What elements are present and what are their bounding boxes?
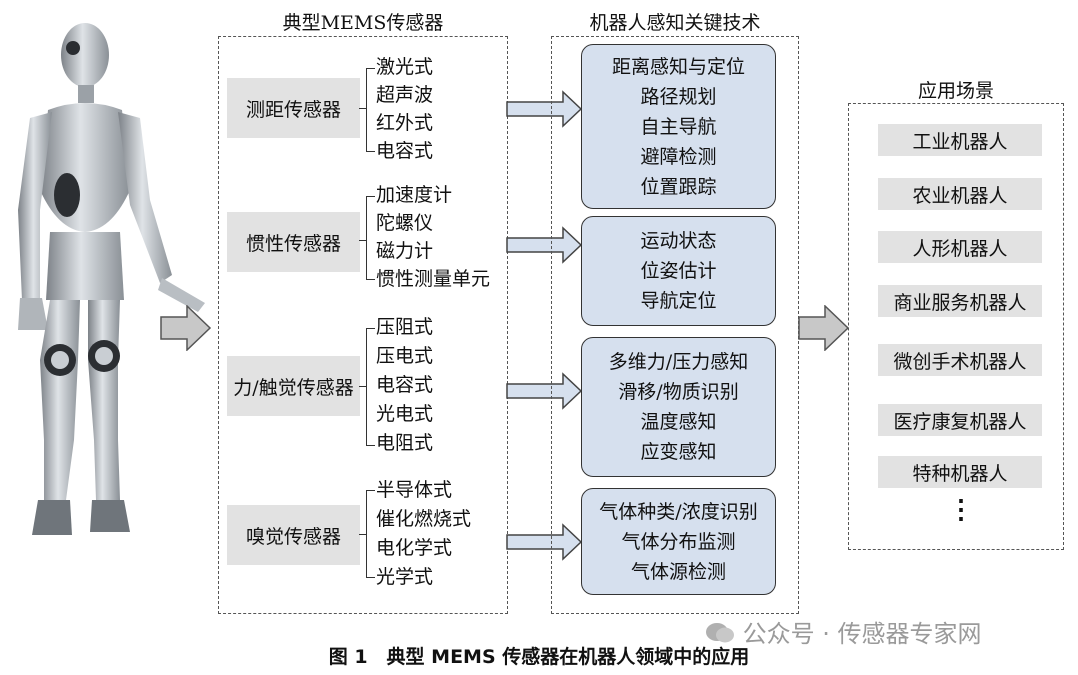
sensors-column-title: 典型MEMS传感器 [282,12,444,34]
output-arrow [798,305,850,351]
sensor-item: 压电式 [376,345,434,367]
app-item: 医疗康复机器人 [878,404,1042,436]
tech-item: 位姿估计 [640,260,717,282]
sensor-group-olfactory: 嗅觉传感器 [227,505,360,565]
brace [366,196,377,280]
sensor-item: 陀螺仪 [376,212,434,234]
tech-item: 运动状态 [640,230,717,252]
figure-caption: 图 1 典型 MEMS 传感器在机器人领域中的应用 [328,646,750,668]
tech-item: 距离感知与定位 [611,55,745,78]
tech-group-force-tactile: 多维力/压力感知 滑移/物质识别 温度感知 应变感知 [581,337,776,477]
sensor-item: 加速度计 [376,184,453,206]
sensor-group-force-tactile: 力/触觉传感器 [227,356,360,416]
app-item: 工业机器人 [878,124,1042,156]
app-item: 农业机器人 [878,178,1042,210]
wechat-icon [705,622,735,644]
sensors-dashed-box [218,36,508,614]
brace [366,328,377,446]
app-item: 特种机器人 [878,456,1042,488]
sensor-item: 惯性测量单元 [376,268,491,290]
connector-arrows [506,90,583,561]
brace [366,68,377,152]
sensor-item: 电容式 [376,374,434,396]
sensor-item: 超声波 [376,84,434,106]
sensor-item: 半导体式 [376,479,453,501]
tech-group-ranging: 距离感知与定位 路径规划 自主导航 避障检测 位置跟踪 [581,44,776,209]
sensor-group-ranging: 测距传感器 [227,78,360,138]
sensor-item: 光电式 [376,403,434,425]
input-arrow [160,305,212,351]
tech-item: 导航定位 [640,290,717,312]
sensor-item: 压阻式 [376,316,434,338]
watermark-text: 公众号 · 传感器专家网 [742,620,982,648]
tech-item: 位置跟踪 [640,175,717,198]
watermark: 公众号 · 传感器专家网 [705,614,982,649]
tech-item: 自主导航 [640,115,717,138]
sensor-item: 催化燃烧式 [376,508,472,530]
tech-item: 气体源检测 [630,560,726,583]
tech-column-title: 机器人感知关键技术 [589,12,761,34]
sensor-group-inertial: 惯性传感器 [227,212,360,272]
sensor-item: 电阻式 [376,432,434,454]
tech-item: 气体分布监测 [621,530,736,553]
tech-item: 气体种类/浓度识别 [599,500,758,523]
sensor-item: 电化学式 [376,537,453,559]
tech-item: 应变感知 [640,441,717,463]
sensor-item: 红外式 [376,112,434,134]
apps-column-title: 应用场景 [917,80,994,102]
tech-item: 路径规划 [640,85,717,108]
app-item: 人形机器人 [878,231,1042,263]
humanoid-robot-image [18,23,205,535]
tech-item: 多维力/压力感知 [608,351,749,373]
more-ellipsis: ⋮ [948,495,974,525]
sensor-item: 激光式 [376,56,434,78]
sensor-item: 光学式 [376,566,434,588]
tech-item: 温度感知 [640,411,717,433]
apps-dashed-box [848,103,1064,550]
sensor-item: 磁力计 [376,240,434,262]
tech-group-inertial: 运动状态 位姿估计 导航定位 [581,216,776,326]
tech-group-olfactory: 气体种类/浓度识别 气体分布监测 气体源检测 [581,488,776,595]
tech-item: 避障检测 [640,145,717,168]
sensor-item: 电容式 [376,140,434,162]
app-item: 微创手术机器人 [878,344,1042,376]
tech-item: 滑移/物质识别 [618,381,739,403]
app-item: 商业服务机器人 [878,285,1042,317]
